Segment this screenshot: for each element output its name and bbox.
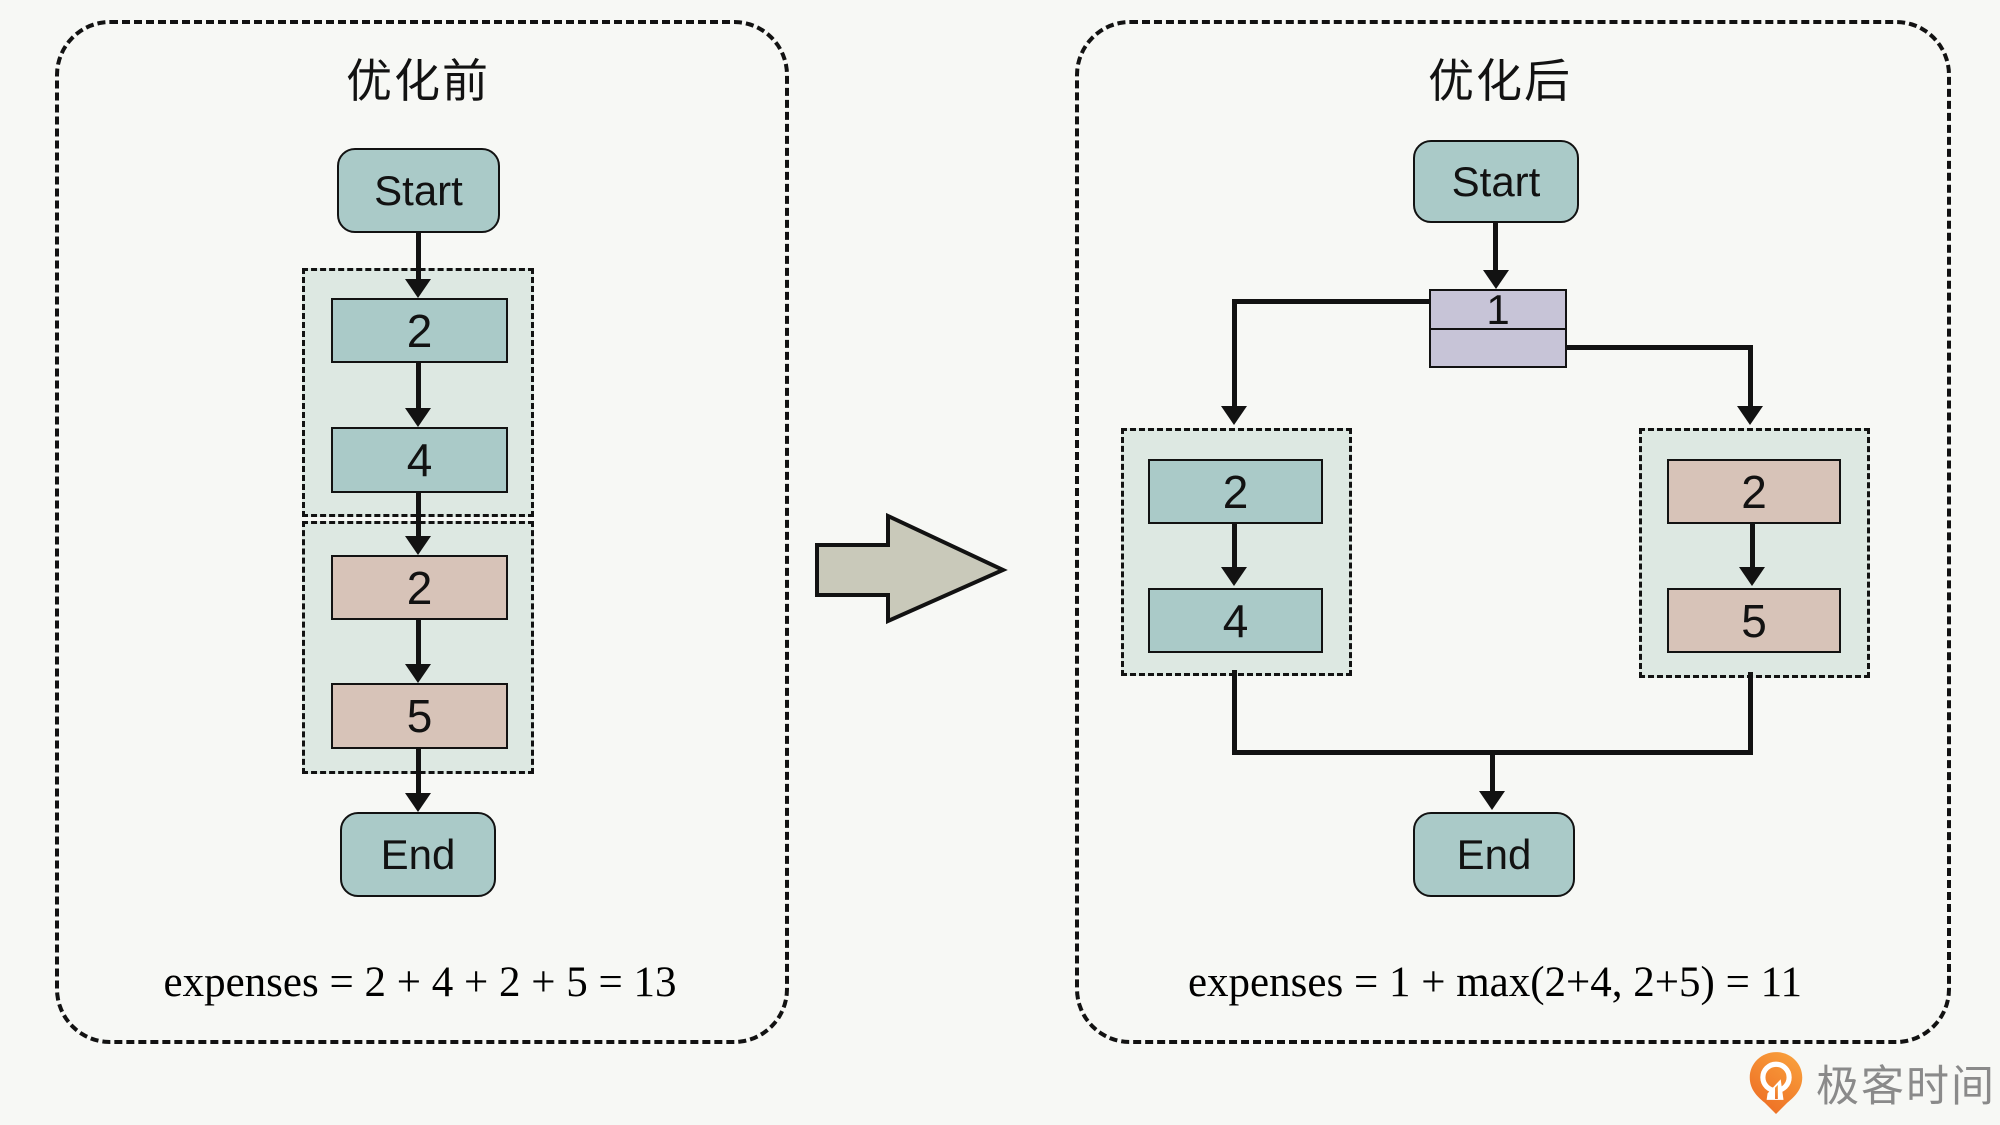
geektime-logo-icon [1749, 1052, 1803, 1114]
after-branch-left-node-2: 2 [1148, 459, 1323, 524]
before-group1-node-2: 2 [331, 298, 508, 363]
arrowhead-down-icon [405, 793, 431, 812]
arrowhead-down-icon [405, 664, 431, 683]
connector-line [1493, 223, 1498, 272]
panel-after-optimization [1075, 20, 1951, 1044]
before-group2-node-5: 5 [331, 683, 508, 749]
after-branch-right-node-5: 5 [1667, 588, 1841, 653]
panel-before-title: 优化前 [346, 55, 490, 107]
arrowhead-down-icon [1221, 406, 1247, 425]
before-group1-node-4: 4 [331, 427, 508, 493]
connector-line [1232, 670, 1237, 755]
arrowhead-down-icon [1739, 567, 1765, 586]
after-branch-left-node-4: 4 [1148, 588, 1323, 653]
node-value: 2 [1222, 465, 1249, 518]
connector-line [1750, 524, 1755, 568]
root-node-top-cell: 1 [1431, 286, 1565, 333]
connector-line [416, 493, 421, 538]
arrowhead-down-icon [1479, 791, 1505, 810]
connector-line [416, 233, 421, 282]
arrowhead-down-icon [405, 408, 431, 427]
root-node-bottom-cell [1431, 330, 1565, 366]
connector-line [1748, 672, 1753, 755]
before-start-node: Start [337, 148, 500, 233]
arrowhead-down-icon [405, 536, 431, 555]
arrowhead-down-icon [1483, 270, 1509, 289]
node-value: 5 [1741, 594, 1767, 647]
connector-line [416, 363, 421, 410]
connector-line [1232, 299, 1429, 304]
connector-line [1748, 345, 1753, 407]
arrowhead-down-icon [1221, 567, 1247, 586]
node-value: 2 [406, 304, 433, 357]
connector-line [1490, 755, 1495, 792]
after-start-node: Start [1413, 140, 1579, 223]
node-value: 4 [1222, 594, 1249, 647]
node-value: 2 [1741, 465, 1767, 518]
before-end-label: End [380, 830, 456, 878]
connector-line [1232, 750, 1753, 755]
node-value: 5 [406, 690, 433, 742]
before-start-label: Start [374, 166, 463, 214]
after-start-label: Start [1451, 157, 1541, 205]
node-value: 2 [406, 561, 433, 614]
connector-line [416, 749, 421, 794]
panel-before-optimization [55, 20, 789, 1044]
before-expenses-formula: expenses = 2 + 4 + 2 + 5 = 13 [163, 959, 677, 1006]
after-root-node-1: 1 [1429, 286, 1567, 368]
panel-after-title: 优化后 [1428, 55, 1572, 107]
arrowhead-down-icon [1737, 406, 1763, 425]
before-end-node: End [340, 812, 496, 897]
before-group2-node-2: 2 [331, 555, 508, 620]
after-end-node: End [1413, 812, 1575, 897]
transform-block-arrow-icon [815, 512, 1008, 625]
after-expenses-formula: expenses = 1 + max(2+4, 2+5) = 11 [1187, 959, 1803, 1006]
after-branch-right-node-2: 2 [1667, 459, 1841, 524]
connector-line [1232, 524, 1237, 568]
connector-line [416, 620, 421, 665]
geektime-logo-text: 极客时间 [1816, 1063, 1996, 1111]
arrowhead-down-icon [405, 279, 431, 298]
node-value: 1 [1486, 285, 1510, 333]
node-value: 4 [406, 434, 433, 486]
connector-line [1567, 345, 1753, 350]
after-end-label: End [1456, 830, 1532, 878]
geektime-logo: 极客时间 [1746, 1050, 1996, 1116]
connector-line [1232, 299, 1237, 407]
